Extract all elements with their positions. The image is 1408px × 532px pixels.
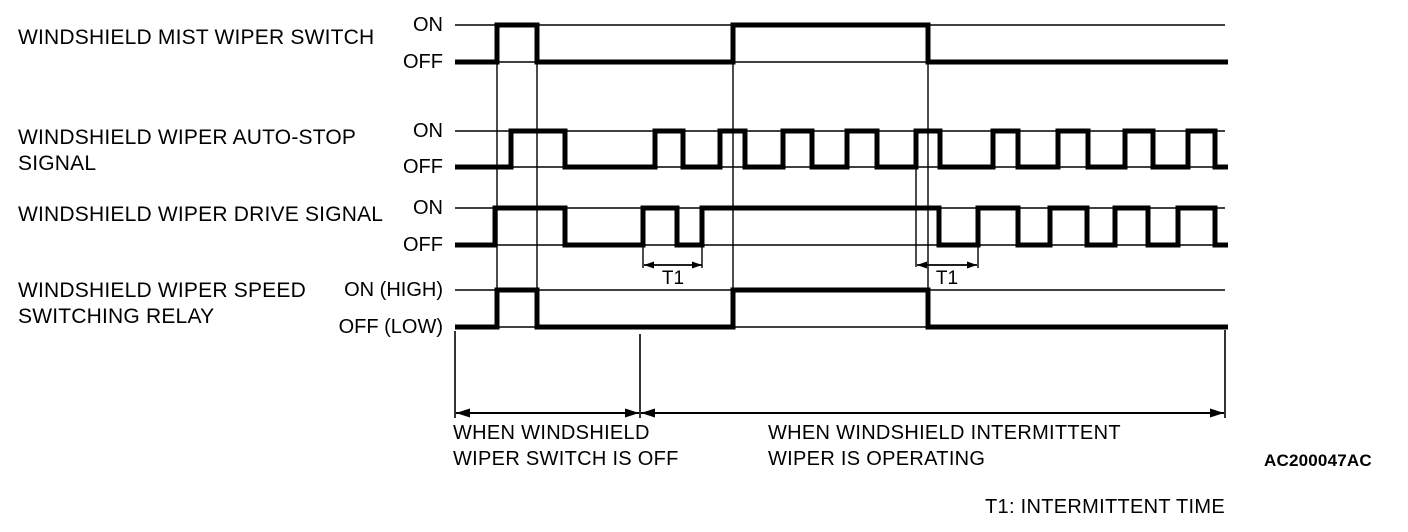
signal-label-speed-relay-line1: WINDSHIELD WIPER SPEED (18, 279, 306, 302)
arrowhead-right-icon (692, 261, 702, 269)
signal-label-auto-stop-line2: SIGNAL (18, 152, 97, 175)
level-label-drive-off: OFF (403, 234, 443, 256)
annotation-intermittent-line1: WHEN WINDSHIELD INTERMITTENT (768, 422, 1121, 444)
signal-trace (455, 287, 1228, 330)
signal-trace (455, 22, 1228, 65)
level-label-autostop-off: OFF (403, 156, 443, 178)
level-label-relay-on-high: ON (HIGH) (344, 279, 443, 301)
level-label-drive-on: ON (413, 197, 443, 219)
annotation-switch-off-line1: WHEN WINDSHIELD (453, 422, 650, 444)
t1-label-first: T1 (661, 268, 685, 289)
arrowhead-left-icon (641, 408, 655, 418)
arrowhead-left-icon (644, 261, 654, 269)
signal-label-mist-wiper-switch: WINDSHIELD MIST WIPER SWITCH (18, 26, 375, 49)
level-label-autostop-on: ON (413, 120, 443, 142)
arrowhead-right-icon (1210, 408, 1224, 418)
signal-label-auto-stop-line1: WINDSHIELD WIPER AUTO-STOP (18, 126, 357, 149)
signal-trace (455, 128, 1228, 170)
annotation-switch-off-line2: WIPER SWITCH IS OFF (453, 448, 679, 470)
arrowhead-right-icon (967, 261, 977, 269)
level-label-mist-on: ON (413, 14, 443, 36)
arrowhead-left-icon (917, 261, 927, 269)
figure-code: AC200047AC (1264, 451, 1372, 470)
signal-label-drive-signal: WINDSHIELD WIPER DRIVE SIGNAL (18, 203, 384, 226)
level-label-relay-off-low: OFF (LOW) (338, 316, 443, 338)
level-label-mist-off: OFF (403, 51, 443, 73)
arrowhead-right-icon (625, 408, 639, 418)
annotation-intermittent-line2: WIPER IS OPERATING (768, 448, 986, 470)
signal-label-speed-relay-line2: SWITCHING RELAY (18, 305, 215, 328)
t1-legend: T1: INTERMITTENT TIME (985, 496, 1226, 518)
arrowhead-left-icon (456, 408, 470, 418)
t1-label-second: T1 (935, 268, 959, 289)
signal-trace (455, 205, 1228, 248)
